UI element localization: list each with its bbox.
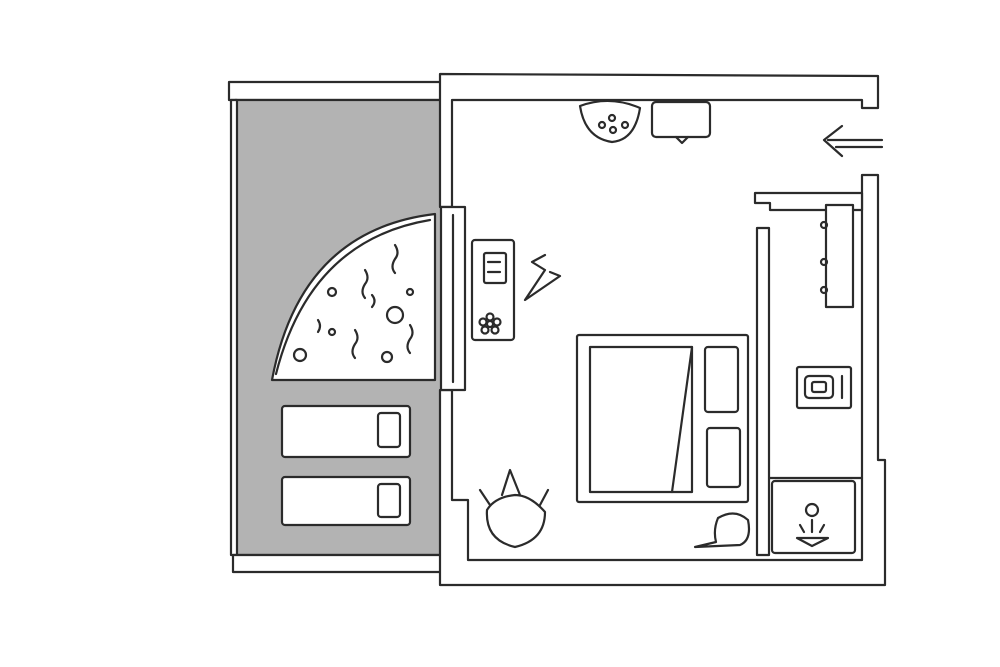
room-walls [438,72,887,587]
terrace-top-wall [227,80,443,102]
sun-lounger [280,475,412,527]
microwave [795,365,853,410]
pool-outline [270,212,437,382]
hair-dryer [523,253,562,302]
shower-icon [770,479,857,555]
side-table [578,99,642,144]
vanity-counter [470,238,516,342]
sun-lounger [280,404,412,459]
top-wall [438,72,880,209]
pillow [703,345,740,414]
wall-cabinets [819,203,855,309]
tv-screen [650,100,712,145]
stool [693,512,751,549]
terrace-left-rail [229,98,239,557]
kitchen-partition [753,191,864,557]
pillow [705,426,742,489]
pool [270,212,437,382]
bottom-right-wall [438,173,887,587]
chair-icon [478,468,550,549]
terrace-bottom-wall [231,553,443,574]
entrance-arrow-icon [822,124,884,158]
bed [575,333,750,504]
flower-icon [478,312,502,335]
pool-inner-edge [274,218,432,376]
bed-sheet-fold [670,345,694,494]
